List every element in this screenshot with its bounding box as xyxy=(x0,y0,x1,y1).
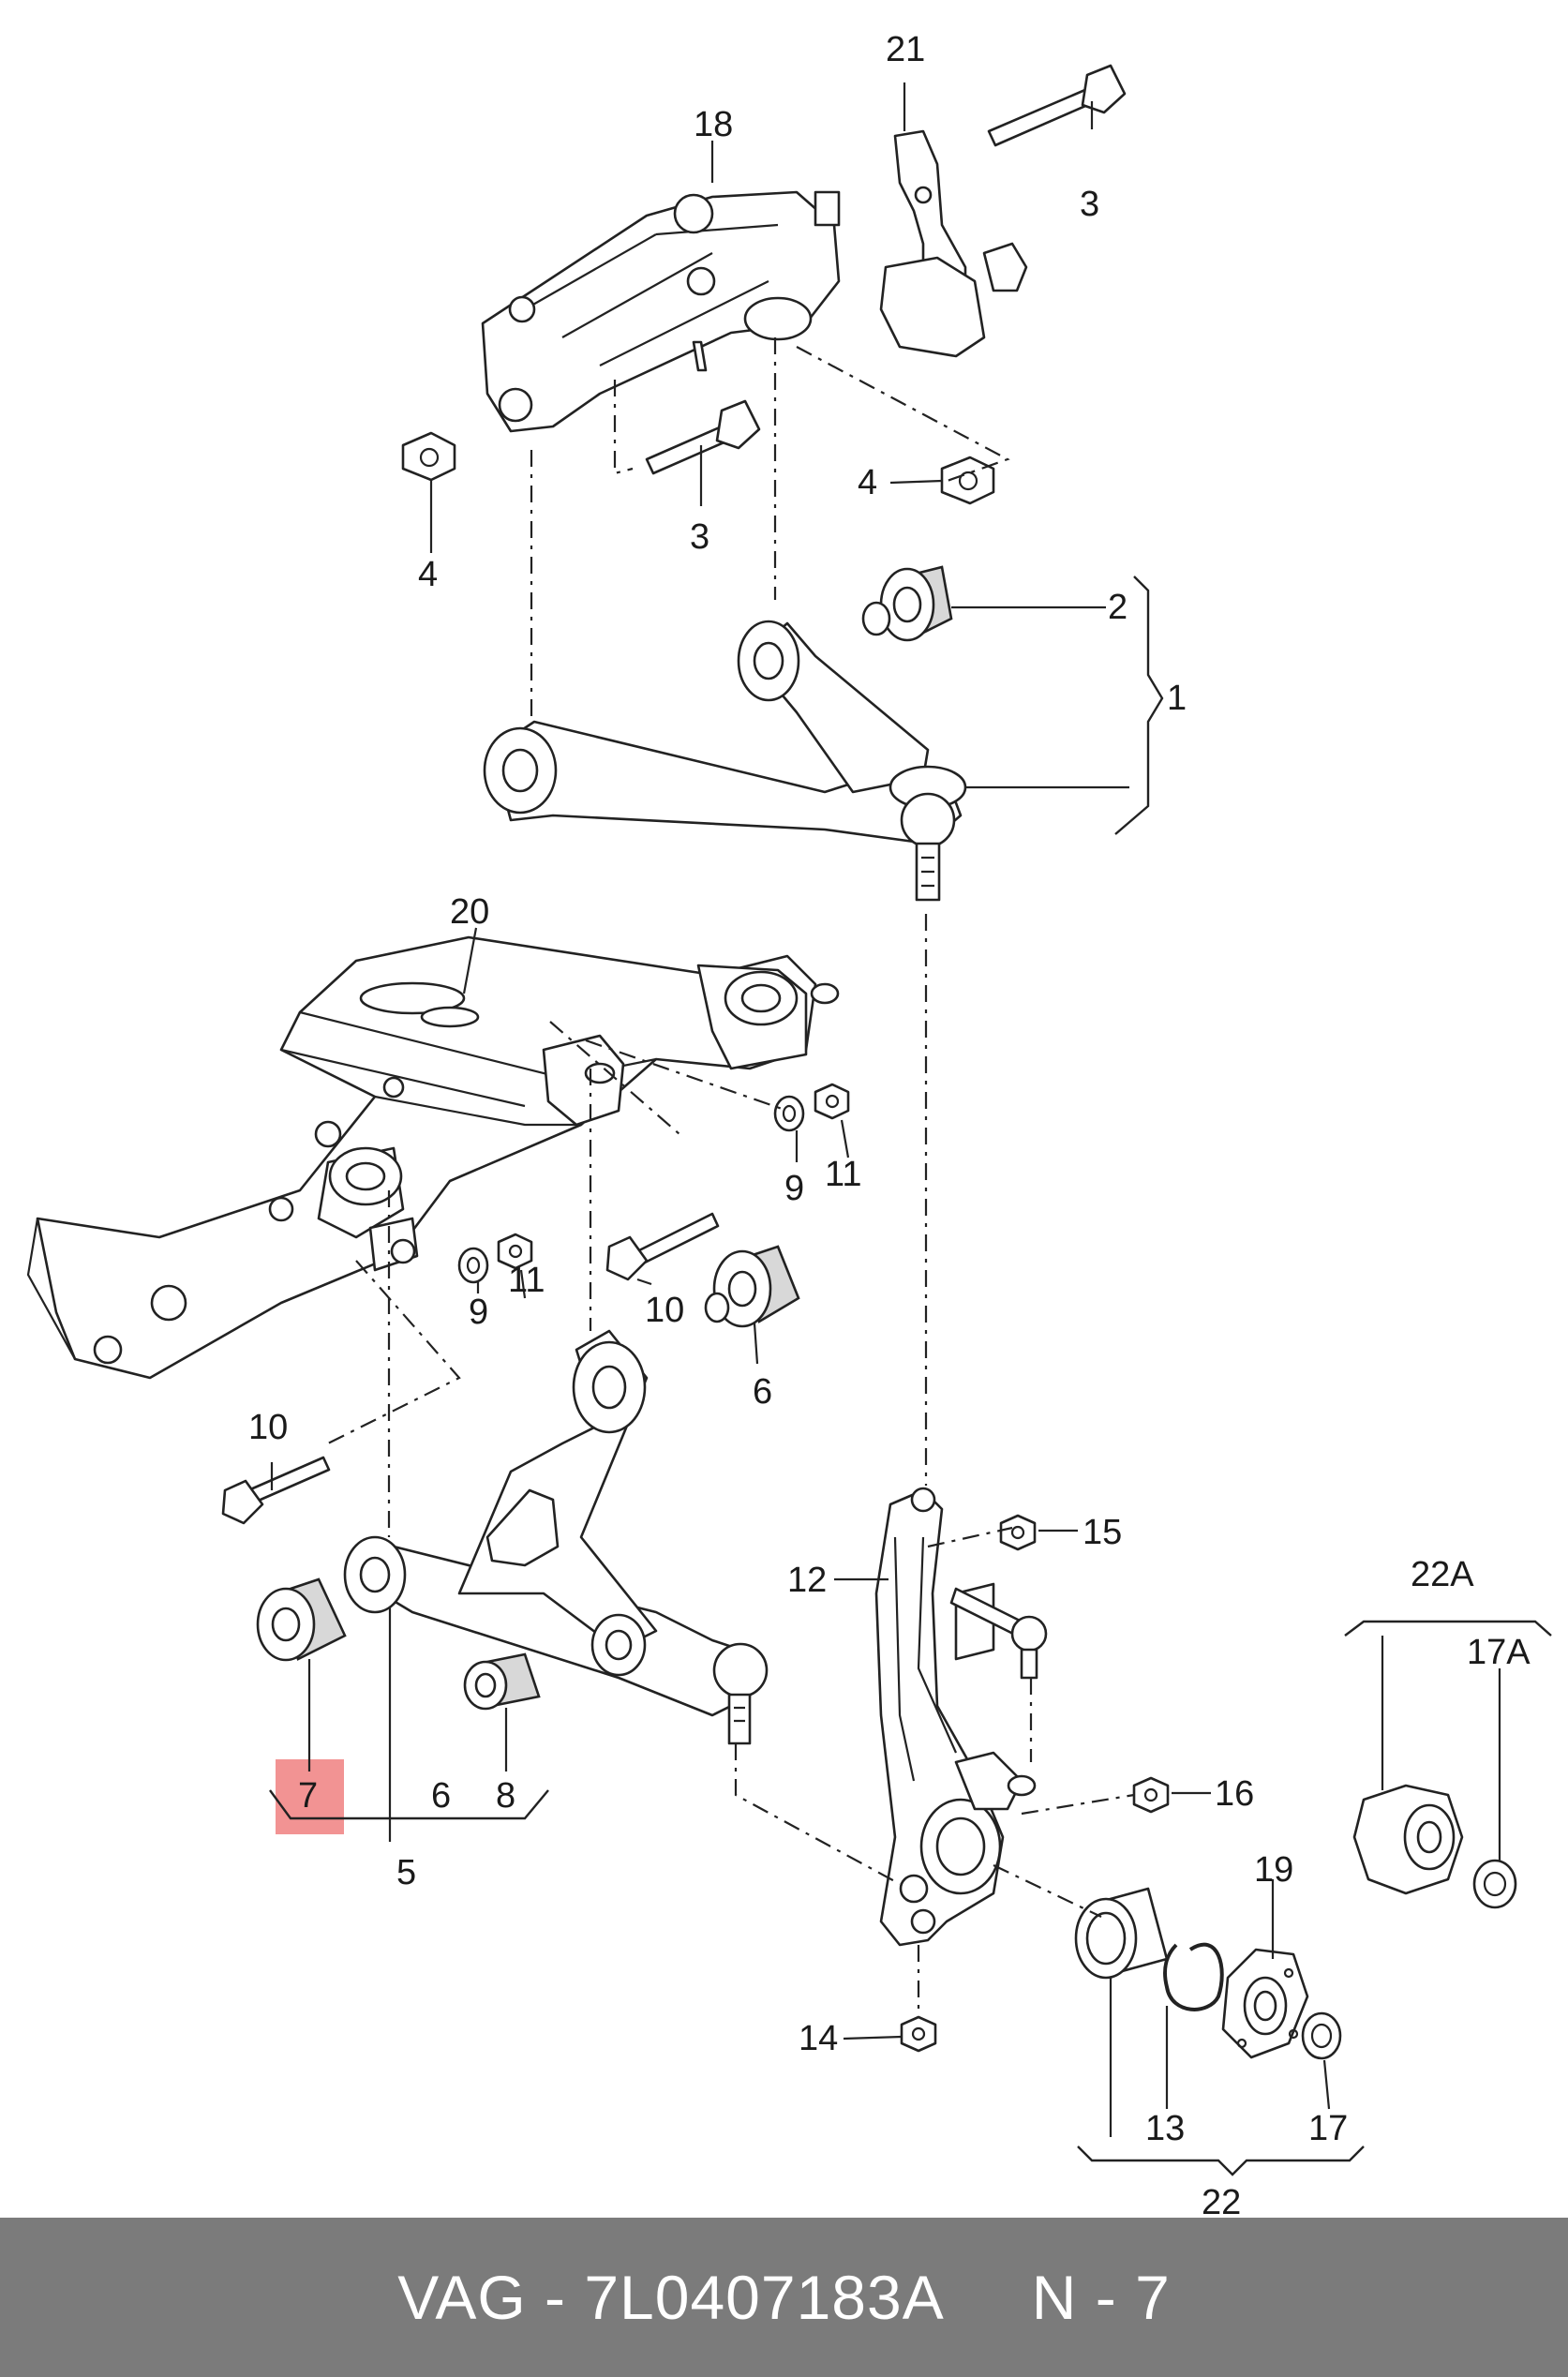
wheel-hub-19 xyxy=(1221,1948,1309,2059)
upper-control-arm xyxy=(483,620,967,902)
bolt-3-middle xyxy=(645,399,761,475)
label-14: 14 xyxy=(799,2019,838,2058)
hub-nut-17 xyxy=(1301,2011,1342,2060)
group-brackets xyxy=(269,576,1552,2176)
label-11-upper: 11 xyxy=(825,1155,861,1194)
label-3-upper: 3 xyxy=(1080,185,1099,224)
wheel-bearing-housing xyxy=(874,1487,1037,1947)
label-7: 7 xyxy=(298,1776,318,1816)
nut-16 xyxy=(1132,1776,1170,1814)
label-11-lower: 11 xyxy=(508,1261,545,1300)
label-10-lower: 10 xyxy=(248,1408,288,1447)
upper-arm-bushing xyxy=(861,565,953,642)
label-5: 5 xyxy=(396,1853,416,1892)
label-17: 17 xyxy=(1308,2109,1348,2148)
nut-11-lower xyxy=(497,1233,533,1270)
label-6-lower: 6 xyxy=(431,1776,451,1816)
part-number-text: VAG - 7L0407183A N - 7 xyxy=(397,2263,1171,2332)
nut-11-upper xyxy=(814,1083,850,1120)
hub-nut-17A xyxy=(1472,1859,1517,1909)
label-15: 15 xyxy=(1083,1513,1122,1552)
label-4-left: 4 xyxy=(418,555,438,594)
bolt-10-lower xyxy=(221,1456,331,1525)
washer-9-upper xyxy=(773,1095,805,1132)
lower-control-arm xyxy=(343,1329,769,1745)
label-19: 19 xyxy=(1254,1850,1293,1890)
label-4-right: 4 xyxy=(858,463,877,502)
label-22A: 22A xyxy=(1411,1555,1474,1594)
sensor-bracket xyxy=(879,129,1028,358)
bolt-10-upper xyxy=(605,1212,720,1281)
assembly-lines xyxy=(327,337,1135,2015)
label-2: 2 xyxy=(1108,588,1127,627)
label-16: 16 xyxy=(1215,1774,1254,1814)
washer-9-lower xyxy=(457,1247,489,1284)
lower-arm-bushing-7 xyxy=(256,1577,347,1662)
label-3-middle: 3 xyxy=(690,517,709,557)
lower-arm-bushing-6 xyxy=(704,1245,800,1328)
label-1: 1 xyxy=(1167,679,1187,718)
highlight-box xyxy=(276,1759,344,1834)
part-labels: 21 18 3 3 4 4 2 1 20 9 11 9 11 10 6 10 1… xyxy=(248,30,1531,2222)
nut-15 xyxy=(999,1514,1037,1551)
tie-rod-end xyxy=(949,1587,1048,1680)
nut-14 xyxy=(900,2015,937,2053)
bolt-3-upper xyxy=(987,64,1127,147)
subframe xyxy=(26,935,840,1380)
label-6-upper: 6 xyxy=(753,1372,772,1412)
part-number-footer: VAG - 7L0407183A N - 7 xyxy=(0,2218,1568,2377)
upper-mount-bracket xyxy=(481,190,841,433)
label-17A: 17A xyxy=(1467,1633,1531,1672)
label-18: 18 xyxy=(694,105,733,144)
label-13: 13 xyxy=(1145,2109,1185,2148)
label-10-upper: 10 xyxy=(645,1291,684,1330)
label-12: 12 xyxy=(787,1561,827,1600)
label-21: 21 xyxy=(886,30,925,69)
circlip-13 xyxy=(1163,1942,1224,2011)
wheel-bearing xyxy=(1074,1887,1169,1980)
lower-arm-bushing-8 xyxy=(463,1652,541,1711)
label-22: 22 xyxy=(1202,2183,1241,2222)
label-9-lower: 9 xyxy=(469,1293,488,1332)
label-20: 20 xyxy=(450,892,489,932)
nut-4-left xyxy=(401,431,456,482)
wheel-hub-assembly-22A xyxy=(1352,1784,1464,1895)
leader-lines xyxy=(270,82,1501,2137)
nut-4-right xyxy=(940,456,995,505)
label-9-upper: 9 xyxy=(784,1169,804,1208)
label-8: 8 xyxy=(496,1776,515,1816)
